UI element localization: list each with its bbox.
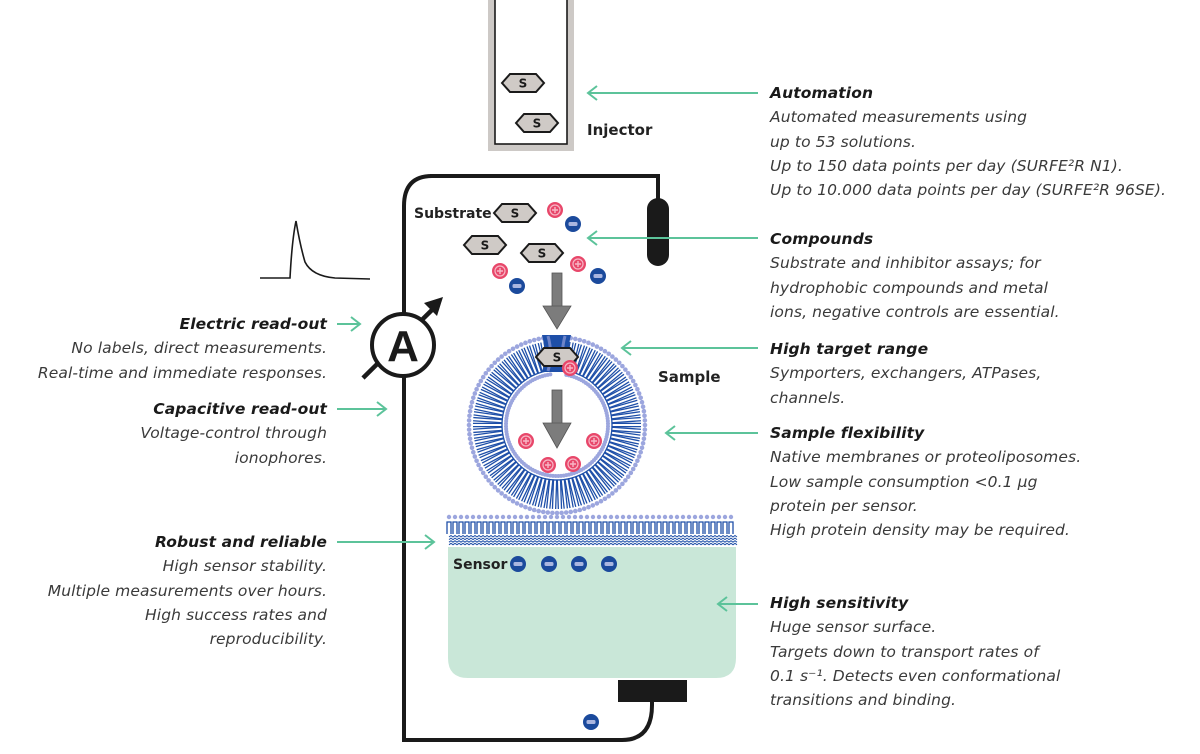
injector-tube [488,0,574,151]
ammeter-symbol: A [387,322,419,371]
callout-line: High protein density may be required. [770,521,1070,540]
cation-icon [492,263,508,279]
substrate-molecule: S [519,243,565,263]
sample-label: Sample [658,368,721,386]
callout-automation: Automation Automated measurements using … [770,81,1166,202]
callout-title: Automation [770,84,874,102]
cation-icon [565,456,581,472]
callout-line: Automated measurements using [770,108,1028,127]
callout-line: Native membranes or proteoliposomes. [770,448,1082,467]
injector-label: Injector [587,121,653,139]
anion-icon [565,216,581,232]
callout-title: Robust and reliable [154,533,327,551]
callout-line: Up to 10.000 data points per day (SURFE²… [770,181,1166,200]
sensor-membrane [446,514,738,546]
callout-line: Up to 150 data points per day (SURFE²R N… [770,156,1123,175]
ammeter: A [361,297,443,380]
sensor-label: Sensor [453,557,507,573]
callout-sample-flexibility: Sample flexibility Native membranes or p… [770,421,1081,542]
callout-high-sensitivity: High sensitivity Huge sensor surface. Ta… [770,591,1060,712]
callout-line: High success rates and [145,605,327,624]
reference-electrode-wire [430,174,660,200]
callout-line: hydrophobic compounds and metal [770,278,1049,297]
sensor-body [448,547,736,678]
callout-capacitive-readout: Capacitive read-out Voltage-control thro… [140,397,327,470]
current-transient-trace [260,220,371,280]
substrate-symbol: S [538,247,547,261]
callout-line: up to 53 solutions. [770,132,917,151]
anion-icon [583,714,599,730]
callout-line: protein per sensor. [770,496,918,515]
substrate-molecule: S [462,235,508,255]
callout-line: transitions and binding. [770,691,957,710]
arrow-compounds-icon [586,230,758,246]
arrow-capacitive-readout-icon [337,401,388,417]
callout-line: High sensor stability. [162,557,327,576]
anion-icon [509,278,525,294]
callout-electric-readout: Electric read-out No labels, direct meas… [38,312,327,385]
callout-line: Real-time and immediate responses. [37,363,327,382]
callout-title: Sample flexibility [770,424,925,442]
callout-title: Capacitive read-out [153,400,327,418]
anion-icon [571,556,587,572]
anion-icon [590,268,606,284]
cation-icon [547,202,563,218]
callout-title: High sensitivity [770,594,909,612]
liposome [466,335,648,516]
arrow-robust-reliable-icon [337,534,436,550]
substrate-symbol: S [519,77,528,91]
callout-line: Low sample consumption <0.1 µg [770,472,1038,491]
callout-line: ionophores. [234,448,327,467]
substrate-molecule: S [500,73,546,93]
callout-line: reproducibility. [209,630,327,649]
flow-arrow-top [542,272,572,330]
callout-line: Voltage-control through [140,424,327,443]
circuit-wire [402,174,654,742]
callout-line: Targets down to transport rates of [770,642,1039,661]
callout-line: Huge sensor surface. [770,618,937,637]
callout-line: channels. [770,388,846,407]
cation-icon [562,360,578,376]
arrow-high-sensitivity-icon [716,596,758,612]
callout-title: Compounds [770,230,874,248]
callout-title: Electric read-out [179,315,327,333]
anion-icon [541,556,557,572]
cation-icon [570,256,586,272]
anion-icon [510,556,526,572]
callout-title: High target range [770,340,929,358]
callout-compounds: Compounds Substrate and inhibitor assays… [770,227,1060,324]
cation-icon [540,457,556,473]
callout-line: ions, negative controls are essential. [770,302,1060,321]
callout-robust-reliable: Robust and reliable High sensor stabilit… [48,530,327,651]
anion-icon [601,556,617,572]
callout-line: Symporters, exchangers, ATPases, [770,364,1042,383]
arrow-sample-flexibility-icon [664,425,758,441]
substrate-symbol: S [533,117,542,131]
substrate-molecule: S [514,113,560,133]
callout-line: 0.1 s⁻¹. Detects even conformational [770,666,1061,685]
callout-line: No labels, direct measurements. [71,339,327,358]
callout-line: Substrate and inhibitor assays; for [770,254,1041,273]
arrow-high-target-range-icon [620,340,758,356]
substrate-symbol: S [553,351,562,365]
substrate-molecule: S [492,203,538,223]
reference-electrode [647,198,669,266]
callout-line: Multiple measurements over hours. [47,581,327,600]
substrate-symbol: S [481,239,490,253]
substrate-label: Substrate [414,206,492,222]
flow-arrow-inner [542,389,572,449]
cation-icon [586,433,602,449]
sensor-contact [618,680,687,702]
arrow-electric-readout-icon [337,316,362,332]
arrow-automation-icon [586,85,758,101]
callout-high-target-range: High target range Symporters, exchangers… [770,337,1041,410]
cation-icon [518,433,534,449]
substrate-symbol: S [511,207,520,221]
